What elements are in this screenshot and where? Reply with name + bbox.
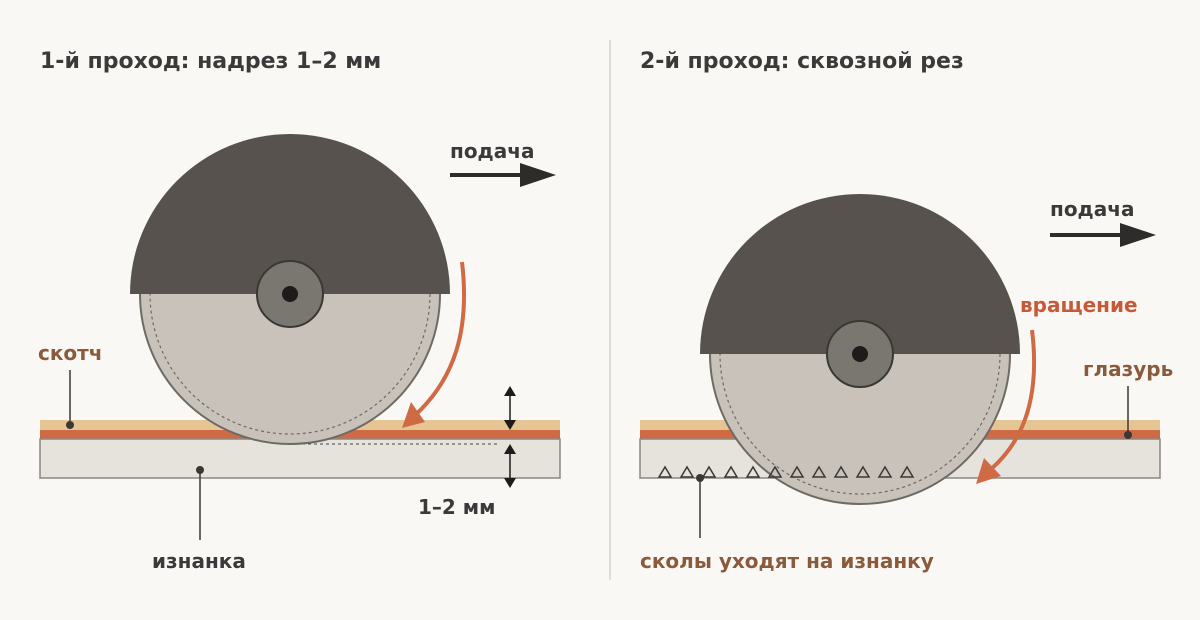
left-tape-label: скотч <box>38 341 103 365</box>
right-feed-label: подача <box>1050 197 1134 221</box>
left-feed-arrow: подача <box>450 139 556 187</box>
right-rotation-label: вращение <box>1020 293 1138 317</box>
right-glaze-label: глазурь <box>1083 357 1173 381</box>
left-blade-axle <box>282 286 298 302</box>
left-back-callout: изнанка <box>152 466 246 573</box>
right-panel: 2-й проход: сквозной рез <box>639 49 1173 573</box>
right-blade <box>700 194 1020 505</box>
left-rotation-arrowhead <box>402 402 425 428</box>
left-panel: 1-й проход: надрез 1–2 мм подача ско <box>38 49 561 573</box>
left-feed-label: подача <box>450 139 534 163</box>
right-title: 2-й проход: сквозной рез <box>640 49 964 74</box>
right-feed-arrow: подача <box>1050 197 1156 247</box>
left-back-label: изнанка <box>152 549 246 573</box>
left-depth-label: 1–2 мм <box>418 495 496 519</box>
right-blade-guard <box>700 194 1020 354</box>
left-title: 1-й проход: надрез 1–2 мм <box>40 49 381 74</box>
right-chips-callout: сколы уходят на изнанку <box>640 474 934 573</box>
left-blade <box>130 134 450 445</box>
left-blade-guard <box>130 134 450 294</box>
right-chips <box>657 465 915 478</box>
right-blade-axle <box>852 346 868 362</box>
right-glaze-callout: глазурь <box>1083 357 1173 439</box>
left-tile-body <box>39 438 561 479</box>
left-rotation-arrow <box>410 261 467 420</box>
left-depth-dimension: 1–2 мм <box>418 386 516 519</box>
right-rotation-arrow <box>988 329 1037 472</box>
right-rotation-arrowhead <box>976 458 1001 484</box>
right-chips-label: сколы уходят на изнанку <box>640 549 934 573</box>
left-tape-callout: скотч <box>38 341 103 429</box>
